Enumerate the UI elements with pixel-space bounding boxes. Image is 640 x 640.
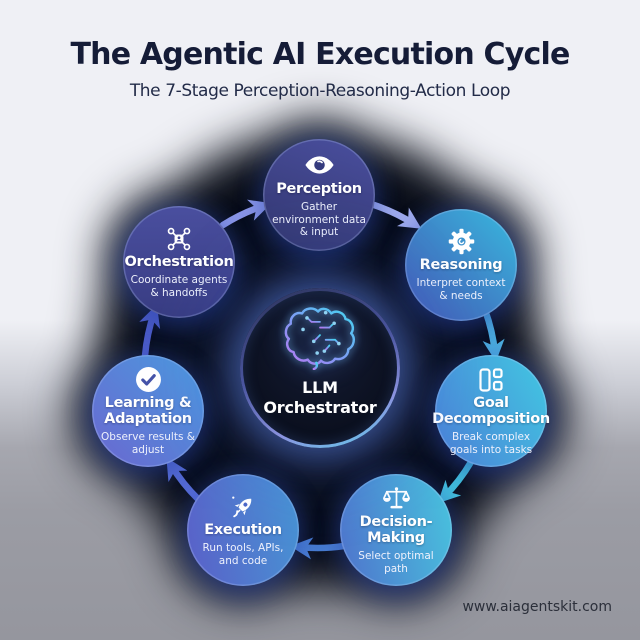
stage-title: Goal Decomposition — [432, 395, 550, 428]
stage-title: Perception — [276, 180, 362, 197]
stage-description: Break complex goals into tasks — [449, 431, 533, 456]
center-label: LLM Orchestrator — [263, 378, 376, 418]
circuit-brain-icon — [282, 304, 358, 374]
split-layout-icon — [478, 365, 504, 394]
stage-description: Observe results & adjust — [101, 431, 195, 456]
eye-icon — [304, 151, 335, 180]
stage-title: Execution — [204, 522, 282, 539]
stage-node-perception: Perception Gather environment data & inp… — [263, 139, 375, 251]
center-label-line1: LLM — [302, 378, 338, 397]
flow-arrow-learning-orchestration — [139, 304, 161, 360]
network-hub-icon — [165, 224, 193, 253]
gear-icon — [448, 227, 475, 256]
flow-arrow-orchestration-perception — [219, 199, 272, 229]
stage-description: Select optimal path — [358, 550, 434, 575]
stage-title: Learning & Adaptation — [104, 395, 192, 428]
stage-node-reasoning: Reasoning Interpret context & needs — [405, 209, 517, 321]
flow-arrow-decision-execution — [290, 537, 348, 560]
flow-arrow-reasoning-goal — [481, 306, 505, 362]
check-circle-icon — [135, 365, 162, 394]
page-title: The Agentic AI Execution Cycle — [70, 37, 570, 72]
stage-description: Gather environment data & input — [272, 200, 366, 239]
stage-title: Orchestration — [124, 254, 234, 271]
stage-node-execution: Execution Run tools, APIs, and code — [187, 474, 299, 586]
stage-title: Reasoning — [419, 257, 503, 274]
website-url: www.aiagentskit.com — [462, 599, 612, 615]
flow-arrow-goal-decision — [437, 458, 475, 504]
llm-orchestrator-hub: LLM Orchestrator — [240, 288, 400, 448]
stage-node-decision-making: Decision-Making Select optimal path — [340, 474, 452, 586]
page-subtitle: The 7-Stage Perception-Reasoning-Action … — [129, 81, 511, 101]
balance-scale-icon — [382, 484, 411, 513]
center-label-line2: Orchestrator — [263, 398, 377, 417]
flow-arrow-execution-learning — [166, 457, 202, 503]
stage-node-orchestration: Orchestration Coordinate agents & handof… — [123, 206, 235, 318]
stage-title: Decision-Making — [359, 514, 433, 547]
stage-description: Run tools, APIs, and code — [202, 542, 284, 567]
stage-node-learning-adaptation: Learning & Adaptation Observe results & … — [92, 355, 204, 467]
rocket-icon — [229, 492, 257, 521]
stage-description: Coordinate agents & handoffs — [130, 274, 228, 299]
stage-description: Interpret context & needs — [416, 277, 506, 302]
flow-arrow-perception-reasoning — [370, 201, 422, 229]
stage-node-goal-decomposition: Goal Decomposition Break complex goals i… — [432, 355, 550, 467]
